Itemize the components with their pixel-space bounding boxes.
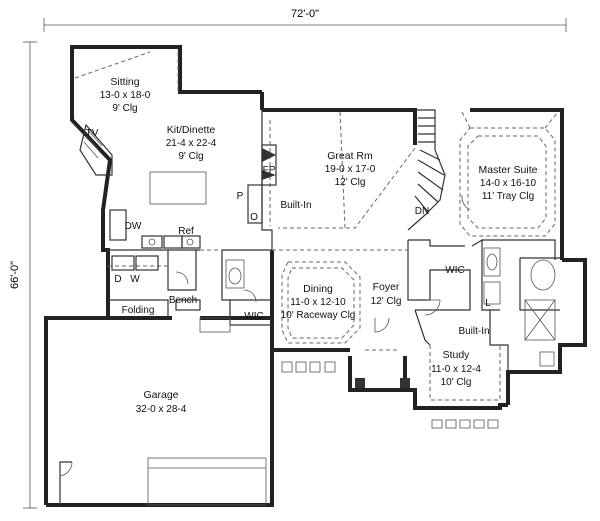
room-dining: Dining 11-0 x 12-10 10' Raceway Clg	[281, 283, 356, 321]
ceiling-lines	[74, 51, 559, 401]
oven-label: O	[250, 212, 258, 223]
great-builtin-label: Built-In	[280, 200, 311, 211]
foyer-ceiling: 12' Clg	[371, 296, 402, 307]
kitchen-size: 21-4 x 22-4	[166, 138, 217, 149]
linen-label: L	[485, 298, 491, 309]
dining-name: Dining	[303, 283, 333, 295]
room-great: Great Rm 19-0 x 17-0 12' Clg	[325, 150, 376, 188]
sitting-name: Sitting	[110, 76, 139, 88]
dimension-lines	[23, 18, 567, 509]
dining-ceiling: 10' Raceway Clg	[281, 310, 356, 321]
sitting-size: 13-0 x 18-0	[100, 90, 151, 101]
refrigerator-label: Ref	[178, 226, 194, 237]
interior-walls	[108, 110, 560, 372]
front-porch	[199, 317, 499, 429]
staircase	[407, 109, 446, 231]
garage-size: 32-0 x 28-4	[136, 404, 187, 415]
exterior-walls	[44, 45, 587, 507]
room-garage: Garage 32-0 x 28-4	[136, 389, 187, 415]
dining-size: 11-0 x 12-10	[290, 297, 346, 308]
folding-label: Folding	[122, 305, 155, 316]
dryer-label: D	[114, 274, 121, 285]
fireplace	[247, 144, 277, 224]
master-size: 14-0 x 16-10	[480, 178, 537, 189]
garage-name: Garage	[143, 389, 178, 401]
great-name: Great Rm	[327, 150, 373, 162]
bench-label: Bench	[169, 295, 197, 306]
kitchen-ceiling: 9' Clg	[178, 151, 203, 162]
study-builtin-label: Built-In	[458, 326, 489, 337]
overall-depth: 66'-0"	[9, 261, 21, 289]
fixture-labels: TV DW Ref FP P O Built-In DN WIC WIC D W…	[86, 128, 492, 337]
study-name: Study	[443, 349, 471, 361]
room-kitchen: Kit/Dinette 21-4 x 22-4 9' Clg	[166, 124, 217, 162]
overall-width: 72'-0"	[291, 8, 319, 20]
kitchen-name: Kit/Dinette	[167, 124, 216, 136]
door-swings	[175, 194, 471, 333]
study-size: 11-0 x 12-4	[431, 364, 481, 375]
garage-doors	[59, 457, 267, 506]
tv-label: TV	[86, 128, 99, 139]
dining-wic-label: WIC	[244, 311, 263, 322]
great-ceiling: 12' Clg	[335, 177, 366, 188]
master-name: Master Suite	[479, 164, 538, 176]
room-foyer: Foyer 12' Clg	[371, 281, 402, 307]
kitchen-fixtures	[79, 123, 207, 311]
foyer-name: Foyer	[373, 281, 400, 293]
study-ceiling: 10' Clg	[441, 377, 472, 388]
bath-fixtures	[225, 247, 556, 367]
stair-down-label: DN	[415, 206, 429, 217]
room-master: Master Suite 14-0 x 16-10 11' Tray Clg	[479, 164, 538, 202]
washer-label: W	[130, 274, 140, 285]
room-study: Study 11-0 x 12-4 10' Clg	[431, 349, 481, 388]
fireplace-label: FP	[263, 165, 276, 176]
room-sitting: Sitting 13-0 x 18-0 9' Clg	[100, 76, 151, 114]
master-wic-label: WIC	[445, 265, 464, 276]
master-ceiling: 11' Tray Clg	[482, 191, 534, 202]
sitting-ceiling: 9' Clg	[112, 103, 137, 114]
pantry-label: P	[237, 191, 244, 202]
great-size: 19-0 x 17-0	[325, 164, 376, 175]
dishwasher-label: DW	[125, 221, 142, 232]
